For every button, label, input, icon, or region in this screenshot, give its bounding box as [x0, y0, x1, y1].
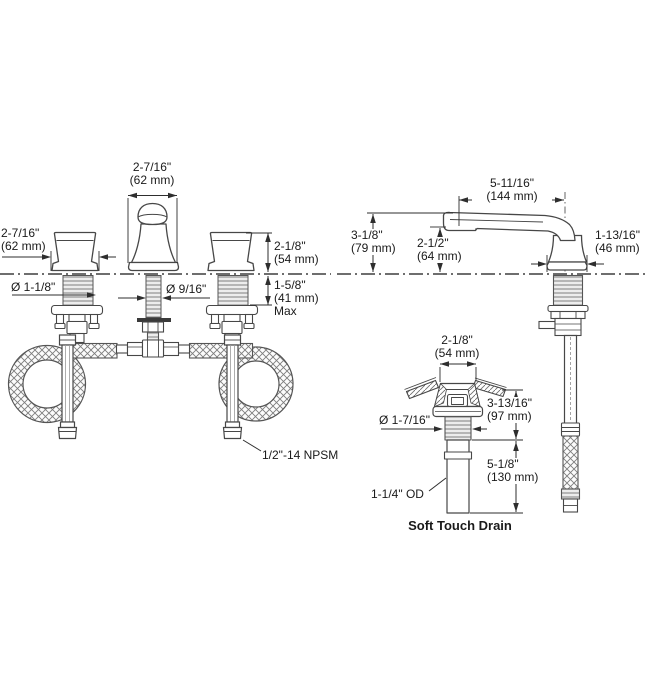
spout-front	[127, 202, 180, 272]
handle-left	[51, 231, 99, 272]
dim-handle-height-in: 2-1/8"	[274, 239, 306, 253]
dim-spout-width-in: 2-7/16"	[132, 160, 172, 174]
valve-right	[205, 304, 259, 344]
drain-assembly	[404, 377, 507, 514]
valve-left	[50, 304, 104, 344]
handle-right	[207, 231, 255, 272]
dim-spout-reach-mm: (144 mm)	[472, 190, 552, 203]
dim-drain-thread-diameter: Ø 1-7/16"	[379, 413, 430, 427]
dim-handle-width-in: 2-7/16"	[1, 226, 40, 240]
dim-handle-width: 2-7/16" (62 mm)	[1, 227, 46, 253]
dim-spout-reach-in: 5-11/16"	[472, 177, 552, 190]
dim-deck-thickness: 1-5/8" (41 mm) Max	[274, 279, 319, 318]
dim-spout-width: 2-7/16" (62 mm)	[112, 161, 192, 187]
dim-handle-height-mm: (54 mm)	[274, 252, 319, 266]
label-supply-connection: 1/2"-14 NPSM	[262, 448, 339, 462]
handle-shanks	[62, 275, 249, 318]
spout-side	[442, 192, 588, 273]
supply-riser-right	[222, 334, 243, 440]
dim-deck-thickness-mm: (41 mm)	[274, 291, 319, 305]
dim-handle-width-mm: (62 mm)	[1, 239, 46, 253]
dim-drain-flange-width-in: 2-1/8"	[441, 333, 473, 347]
dim-spout-height: 3-1/8" (79 mm)	[350, 229, 397, 255]
spout-side-below-deck	[538, 274, 589, 513]
dim-drain-flange-width: 2-1/8" (54 mm)	[417, 334, 497, 360]
dim-outlet-height: 2-1/2" (64 mm)	[416, 237, 463, 263]
dim-base-diameter-mm: (46 mm)	[595, 241, 640, 255]
dim-outlet-height-in: 2-1/2"	[416, 237, 463, 250]
dim-drain-upper-length-in: 3-13/16"	[486, 396, 533, 410]
drain-caption: Soft Touch Drain	[408, 518, 512, 533]
supply-riser-left	[57, 334, 78, 440]
dim-spout-height-mm: (79 mm)	[350, 241, 397, 255]
dim-base-diameter-in: 1-13/16"	[595, 228, 640, 242]
dim-drain-lower-length-mm: (130 mm)	[486, 470, 540, 484]
dim-base-diameter: 1-13/16" (46 mm)	[595, 229, 640, 255]
dim-drain-upper-length: 3-13/16" (97 mm)	[486, 397, 533, 423]
dim-spout-height-in: 3-1/8"	[350, 229, 397, 242]
supply-hose-loop-right	[188, 342, 294, 422]
dim-spout-width-mm: (62 mm)	[129, 173, 175, 187]
dim-spout-reach: 5-11/16" (144 mm)	[472, 177, 552, 203]
tee-assembly	[115, 318, 191, 358]
dim-handle-height: 2-1/8" (54 mm)	[274, 240, 319, 266]
dim-outlet-height-mm: (64 mm)	[416, 249, 463, 263]
dim-spout-shank-diameter: Ø 9/16"	[166, 282, 207, 296]
dim-deck-thickness-note: Max	[274, 304, 297, 318]
dim-drain-lower-length-in: 5-1/8"	[486, 458, 540, 471]
dim-drain-upper-length-mm: (97 mm)	[486, 409, 533, 423]
dim-deck-thickness-in: 1-5/8"	[274, 278, 306, 292]
label-tailpiece-od: 1-1/4" OD	[371, 487, 424, 501]
dim-drain-lower-length: 5-1/8" (130 mm)	[486, 458, 540, 484]
dim-handle-shank-diameter: Ø 1-1/8"	[11, 280, 56, 294]
dim-drain-flange-width-mm: (54 mm)	[434, 346, 480, 360]
